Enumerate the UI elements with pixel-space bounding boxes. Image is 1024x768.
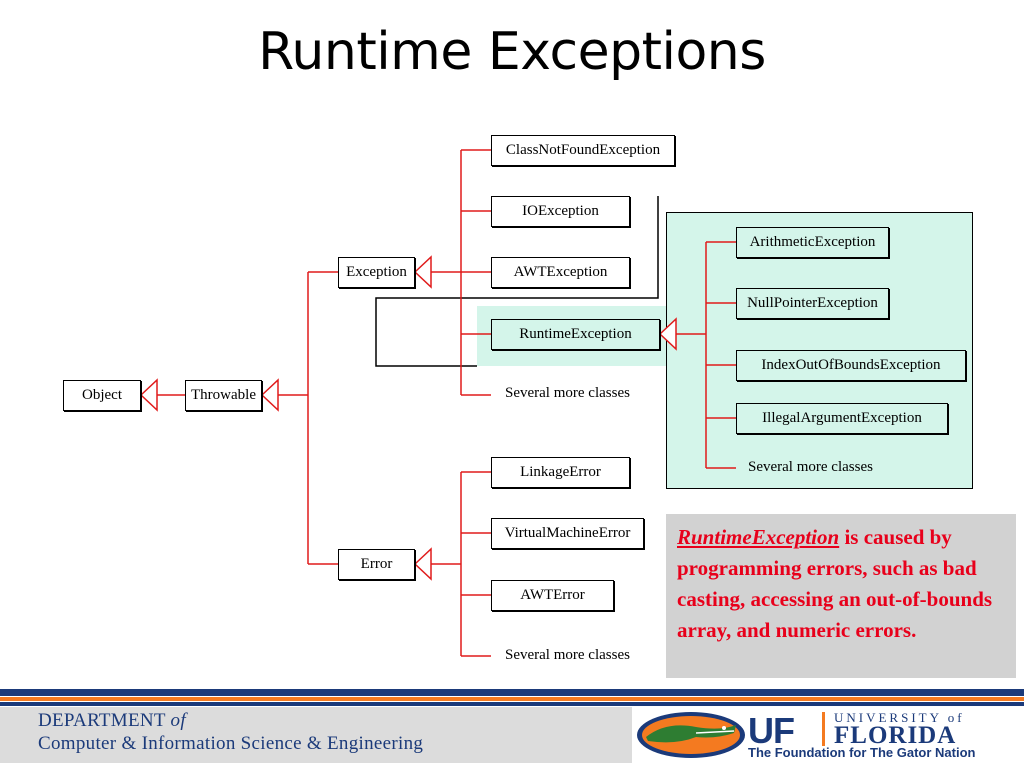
department-line-1: DEPARTMENT of — [38, 710, 186, 731]
footer-navy-stripe-2 — [0, 702, 1024, 706]
runtime-more-classes: Several more classes — [748, 459, 873, 475]
inherit-arrow-error — [413, 547, 432, 581]
error-more-classes: Several more classes — [505, 647, 630, 663]
runtime-note-term: RuntimeException — [677, 525, 840, 549]
class-object: Object — [63, 380, 141, 411]
class-linkageerror: LinkageError — [491, 457, 630, 488]
inherit-arrow-throwable — [260, 378, 279, 412]
class-exception: Exception — [338, 257, 415, 288]
class-indexoutofboundsexception: IndexOutOfBoundsException — [736, 350, 966, 381]
runtime-note: RuntimeException is caused by programmin… — [666, 514, 1016, 678]
class-hierarchy-connectors — [139, 149, 736, 657]
class-nullpointerexception: NullPointerException — [736, 288, 889, 319]
uf-divider — [822, 712, 825, 746]
class-virtualmachineerror: VirtualMachineError — [491, 518, 644, 549]
inherit-arrow-object — [139, 378, 158, 412]
class-illegalargumentexception: IllegalArgumentException — [736, 403, 948, 434]
uf-university-label: UNIVERSITY of — [834, 710, 965, 725]
inherit-arrow-exception — [413, 255, 432, 289]
department-banner: DEPARTMENT of Computer & Information Sci… — [0, 707, 632, 763]
class-awterror: AWTError — [491, 580, 614, 611]
uf-wordmark: UF — [748, 710, 795, 751]
exception-more-classes: Several more classes — [505, 385, 630, 401]
gator-logo-icon — [637, 712, 745, 758]
class-throwable: Throwable — [185, 380, 262, 411]
slide-title: Runtime Exceptions — [258, 22, 766, 82]
runtime-note-text: is caused by programming errors, such as… — [677, 525, 993, 642]
class-ioexception: IOException — [491, 196, 630, 227]
footer-navy-stripe — [0, 689, 1024, 696]
class-classnotfoundexception: ClassNotFoundException — [491, 135, 675, 166]
class-awtexception: AWTException — [491, 257, 630, 288]
department-line-2: Computer & Information Science & Enginee… — [38, 733, 424, 754]
footer-orange-stripe — [0, 697, 1024, 701]
inherit-arrow-runtime — [658, 317, 677, 351]
class-runtimeexception: RuntimeException — [491, 319, 660, 350]
class-error: Error — [338, 549, 415, 580]
uf-florida-label: FLORIDA — [834, 722, 957, 749]
runtime-bracket-line — [375, 196, 659, 367]
uf-tagline: The Foundation for The Gator Nation — [748, 745, 976, 760]
class-arithmeticexception: ArithmeticException — [736, 227, 889, 258]
